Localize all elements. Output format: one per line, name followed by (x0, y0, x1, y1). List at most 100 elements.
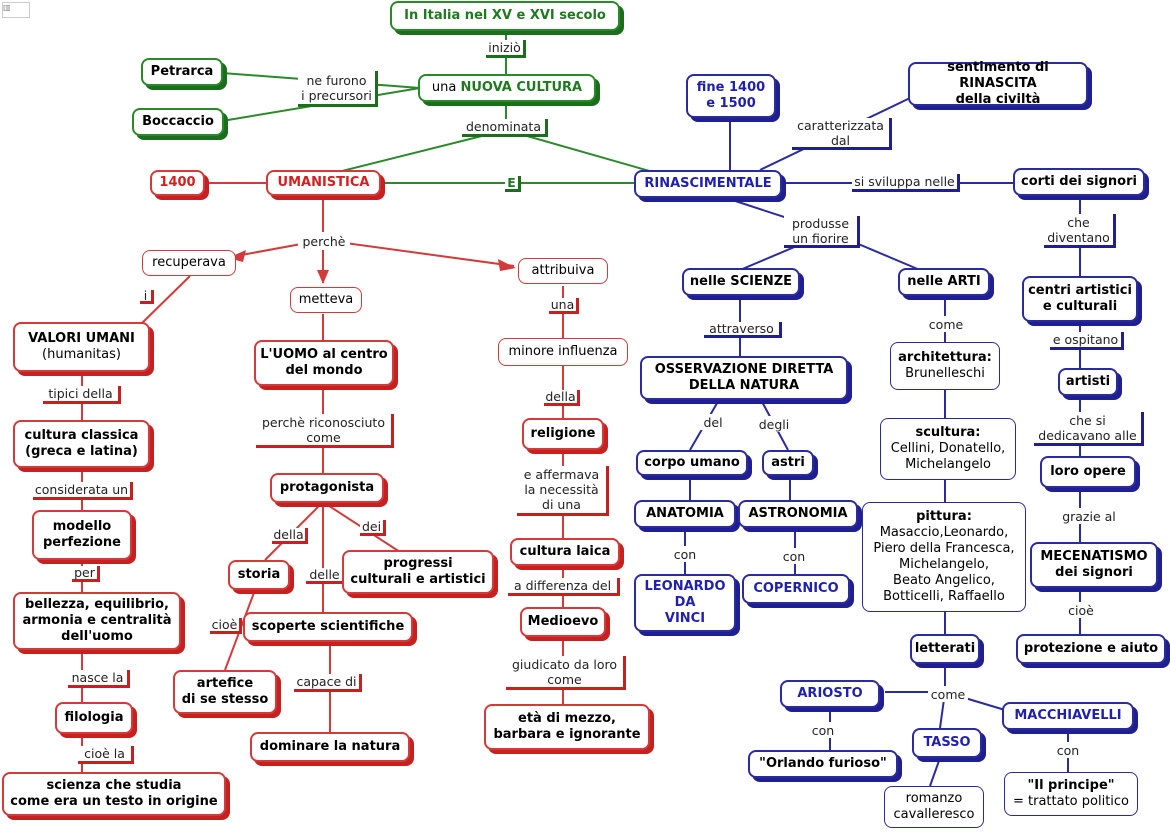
link-dei: dei (360, 519, 386, 536)
node-sentimento[interactable]: sentimento di RINASCITA della civiltà (908, 60, 1088, 107)
node-scultura[interactable]: scultura:Cellini, Donatello, Michelangel… (880, 418, 1016, 480)
node-1400[interactable]: 1400 (150, 170, 205, 196)
link-perche: perchè (298, 232, 350, 250)
node-scultura-label: scultura: (915, 425, 981, 440)
node-centri[interactable]: centri artistici e culturali (1022, 276, 1138, 322)
link-cioe: cioè (210, 617, 242, 634)
node-romanzo[interactable]: romanzo cavalleresco (884, 786, 984, 828)
link-grazie: grazie al (1056, 508, 1122, 524)
node-protagonista[interactable]: protagonista (270, 473, 384, 503)
link-considerata: considerata un (33, 482, 133, 500)
node-recuperava[interactable]: recuperava (142, 250, 236, 276)
node-scultura-sub: Cellini, Donatello, Michelangelo (890, 441, 1006, 472)
link-e: E (505, 175, 521, 192)
node-architettura-label: architettura: (898, 350, 992, 365)
node-scienze[interactable]: nelle SCIENZE (682, 268, 800, 296)
node-architettura[interactable]: architettura:Brunelleschi (890, 342, 1000, 390)
node-anatomia[interactable]: ANATOMIA (634, 500, 736, 528)
link-come-lett: come (928, 686, 968, 702)
node-macchiavelli[interactable]: MACCHIAVELLI (1002, 702, 1134, 730)
link-sviluppa: si sviluppa nelle (852, 174, 960, 192)
node-artefice[interactable]: artefice di se stesso (173, 670, 277, 714)
node-nuova-cultura-prefix: una (431, 80, 461, 95)
node-religione[interactable]: religione (522, 418, 604, 450)
node-attribuiva[interactable]: attribuiva (518, 258, 608, 284)
node-principe[interactable]: "Il principe"= trattato politico (1004, 772, 1138, 816)
node-dominare[interactable]: dominare la natura (250, 732, 410, 762)
node-umanistica[interactable]: UMANISTICA (266, 170, 381, 196)
node-medioevo[interactable]: Medioevo (520, 607, 606, 637)
node-astronomia[interactable]: ASTRONOMIA (738, 500, 858, 528)
link-delle: delle (306, 567, 346, 584)
node-scienza-testo[interactable]: scienza che studia come era un testo in … (2, 772, 226, 816)
node-architettura-sub: Brunelleschi (905, 366, 985, 381)
node-loro-opere[interactable]: loro opere (1040, 456, 1136, 488)
node-tasso[interactable]: TASSO (912, 728, 982, 758)
link-ospitano: e ospitano (1050, 332, 1124, 350)
node-pittura-label: pittura: (916, 509, 972, 524)
node-boccaccio[interactable]: Boccaccio (132, 108, 224, 136)
node-metteva[interactable]: metteva (290, 287, 362, 313)
node-storia[interactable]: storia (228, 560, 290, 590)
link-una: una (549, 297, 579, 314)
node-eta-mezzo[interactable]: età di mezzo, barbara e ignorante (484, 704, 650, 750)
link-che-diventano: che diventano (1044, 214, 1116, 248)
link-giudicato: giudicato da loro come (506, 656, 626, 690)
node-ariosto[interactable]: ARIOSTO (780, 680, 880, 708)
link-attraverso: attraverso (704, 321, 782, 338)
node-corti[interactable]: corti dei signori (1013, 168, 1145, 196)
node-astri[interactable]: astri (762, 450, 814, 476)
node-cultura-laica[interactable]: cultura laica (510, 538, 620, 566)
node-cultura-classica[interactable]: cultura classica (greca e latina) (13, 420, 150, 468)
link-differenza: a differenza del (508, 578, 620, 596)
node-corpo[interactable]: corpo umano (636, 450, 748, 476)
node-rinascimentale[interactable]: RINASCIMENTALE (634, 170, 782, 198)
node-petrarca[interactable]: Petrarca (141, 58, 223, 86)
node-minore[interactable]: minore influenza (498, 338, 628, 366)
link-denominata: denominata (462, 119, 548, 137)
node-uomo-centro[interactable]: L'UOMO al centro del mondo (254, 340, 394, 386)
node-osservazione[interactable]: OSSERVAZIONE DIRETTA DELLA NATURA (640, 356, 848, 400)
node-letterati[interactable]: letterati (910, 634, 980, 664)
link-con-macch: con (1054, 742, 1082, 758)
node-leonardo[interactable]: LEONARDO DA VINCI (634, 574, 736, 632)
node-arti[interactable]: nelle ARTI (898, 268, 990, 296)
link-nasce: nasce la (68, 670, 130, 688)
link-capace: capace di (294, 674, 362, 692)
link-produsse: produsse un fiorire (784, 216, 860, 248)
node-valori-sub: (humanitas) (42, 347, 121, 362)
node-valori[interactable]: VALORI UMANI(humanitas) (13, 322, 150, 372)
node-principe-label: "Il principe" (1027, 778, 1115, 793)
link-riconosciuto: perchè riconosciuto come (256, 414, 394, 448)
node-mecenatismo[interactable]: MECENATISMO dei signori (1030, 542, 1158, 588)
link-i: i (140, 288, 154, 304)
link-con-ariosto: con (810, 722, 836, 738)
node-progressi[interactable]: progressi culturali e artistici (342, 550, 494, 594)
link-della2: della (544, 389, 580, 406)
node-orlando[interactable]: "Orlando furioso" (748, 750, 898, 778)
node-fine1400[interactable]: fine 1400 e 1500 (686, 74, 776, 118)
link-caratterizzata: caratterizzata dal (792, 118, 892, 150)
node-valori-label: VALORI UMANI (28, 331, 135, 346)
node-modello[interactable]: modello perfezione (32, 510, 132, 560)
node-scoperte[interactable]: scoperte scientifiche (243, 612, 413, 642)
link-degli: degli (756, 416, 792, 432)
link-inizio: iniziò (486, 40, 526, 58)
link-della: della (272, 527, 308, 544)
node-pittura-sub: Masaccio,Leonardo, Piero della Francesca… (873, 525, 1015, 604)
link-afferma: e affermava la necessità di una (517, 466, 609, 516)
node-artisti[interactable]: artisti (1058, 368, 1118, 396)
node-protezione[interactable]: protezione e aiuto (1016, 634, 1166, 664)
node-root[interactable]: In Italia nel XV e XVI secolo (390, 1, 620, 31)
node-copernico[interactable]: COPERNICO (742, 574, 850, 604)
node-nuova-cultura[interactable]: una NUOVA CULTURA (418, 74, 596, 102)
link-del: del (700, 414, 726, 430)
node-pittura[interactable]: pittura:Masaccio,Leonardo, Piero della F… (862, 502, 1026, 612)
link-come-arti: come (926, 316, 966, 332)
link-con2: con (781, 548, 807, 564)
node-bellezza[interactable]: bellezza, equilibrio, armonia e centrali… (13, 592, 181, 650)
link-con1: con (672, 546, 698, 562)
link-per: per (72, 565, 100, 582)
node-principe-sub: = trattato politico (1012, 794, 1130, 809)
node-filologia[interactable]: filologia (55, 702, 133, 734)
